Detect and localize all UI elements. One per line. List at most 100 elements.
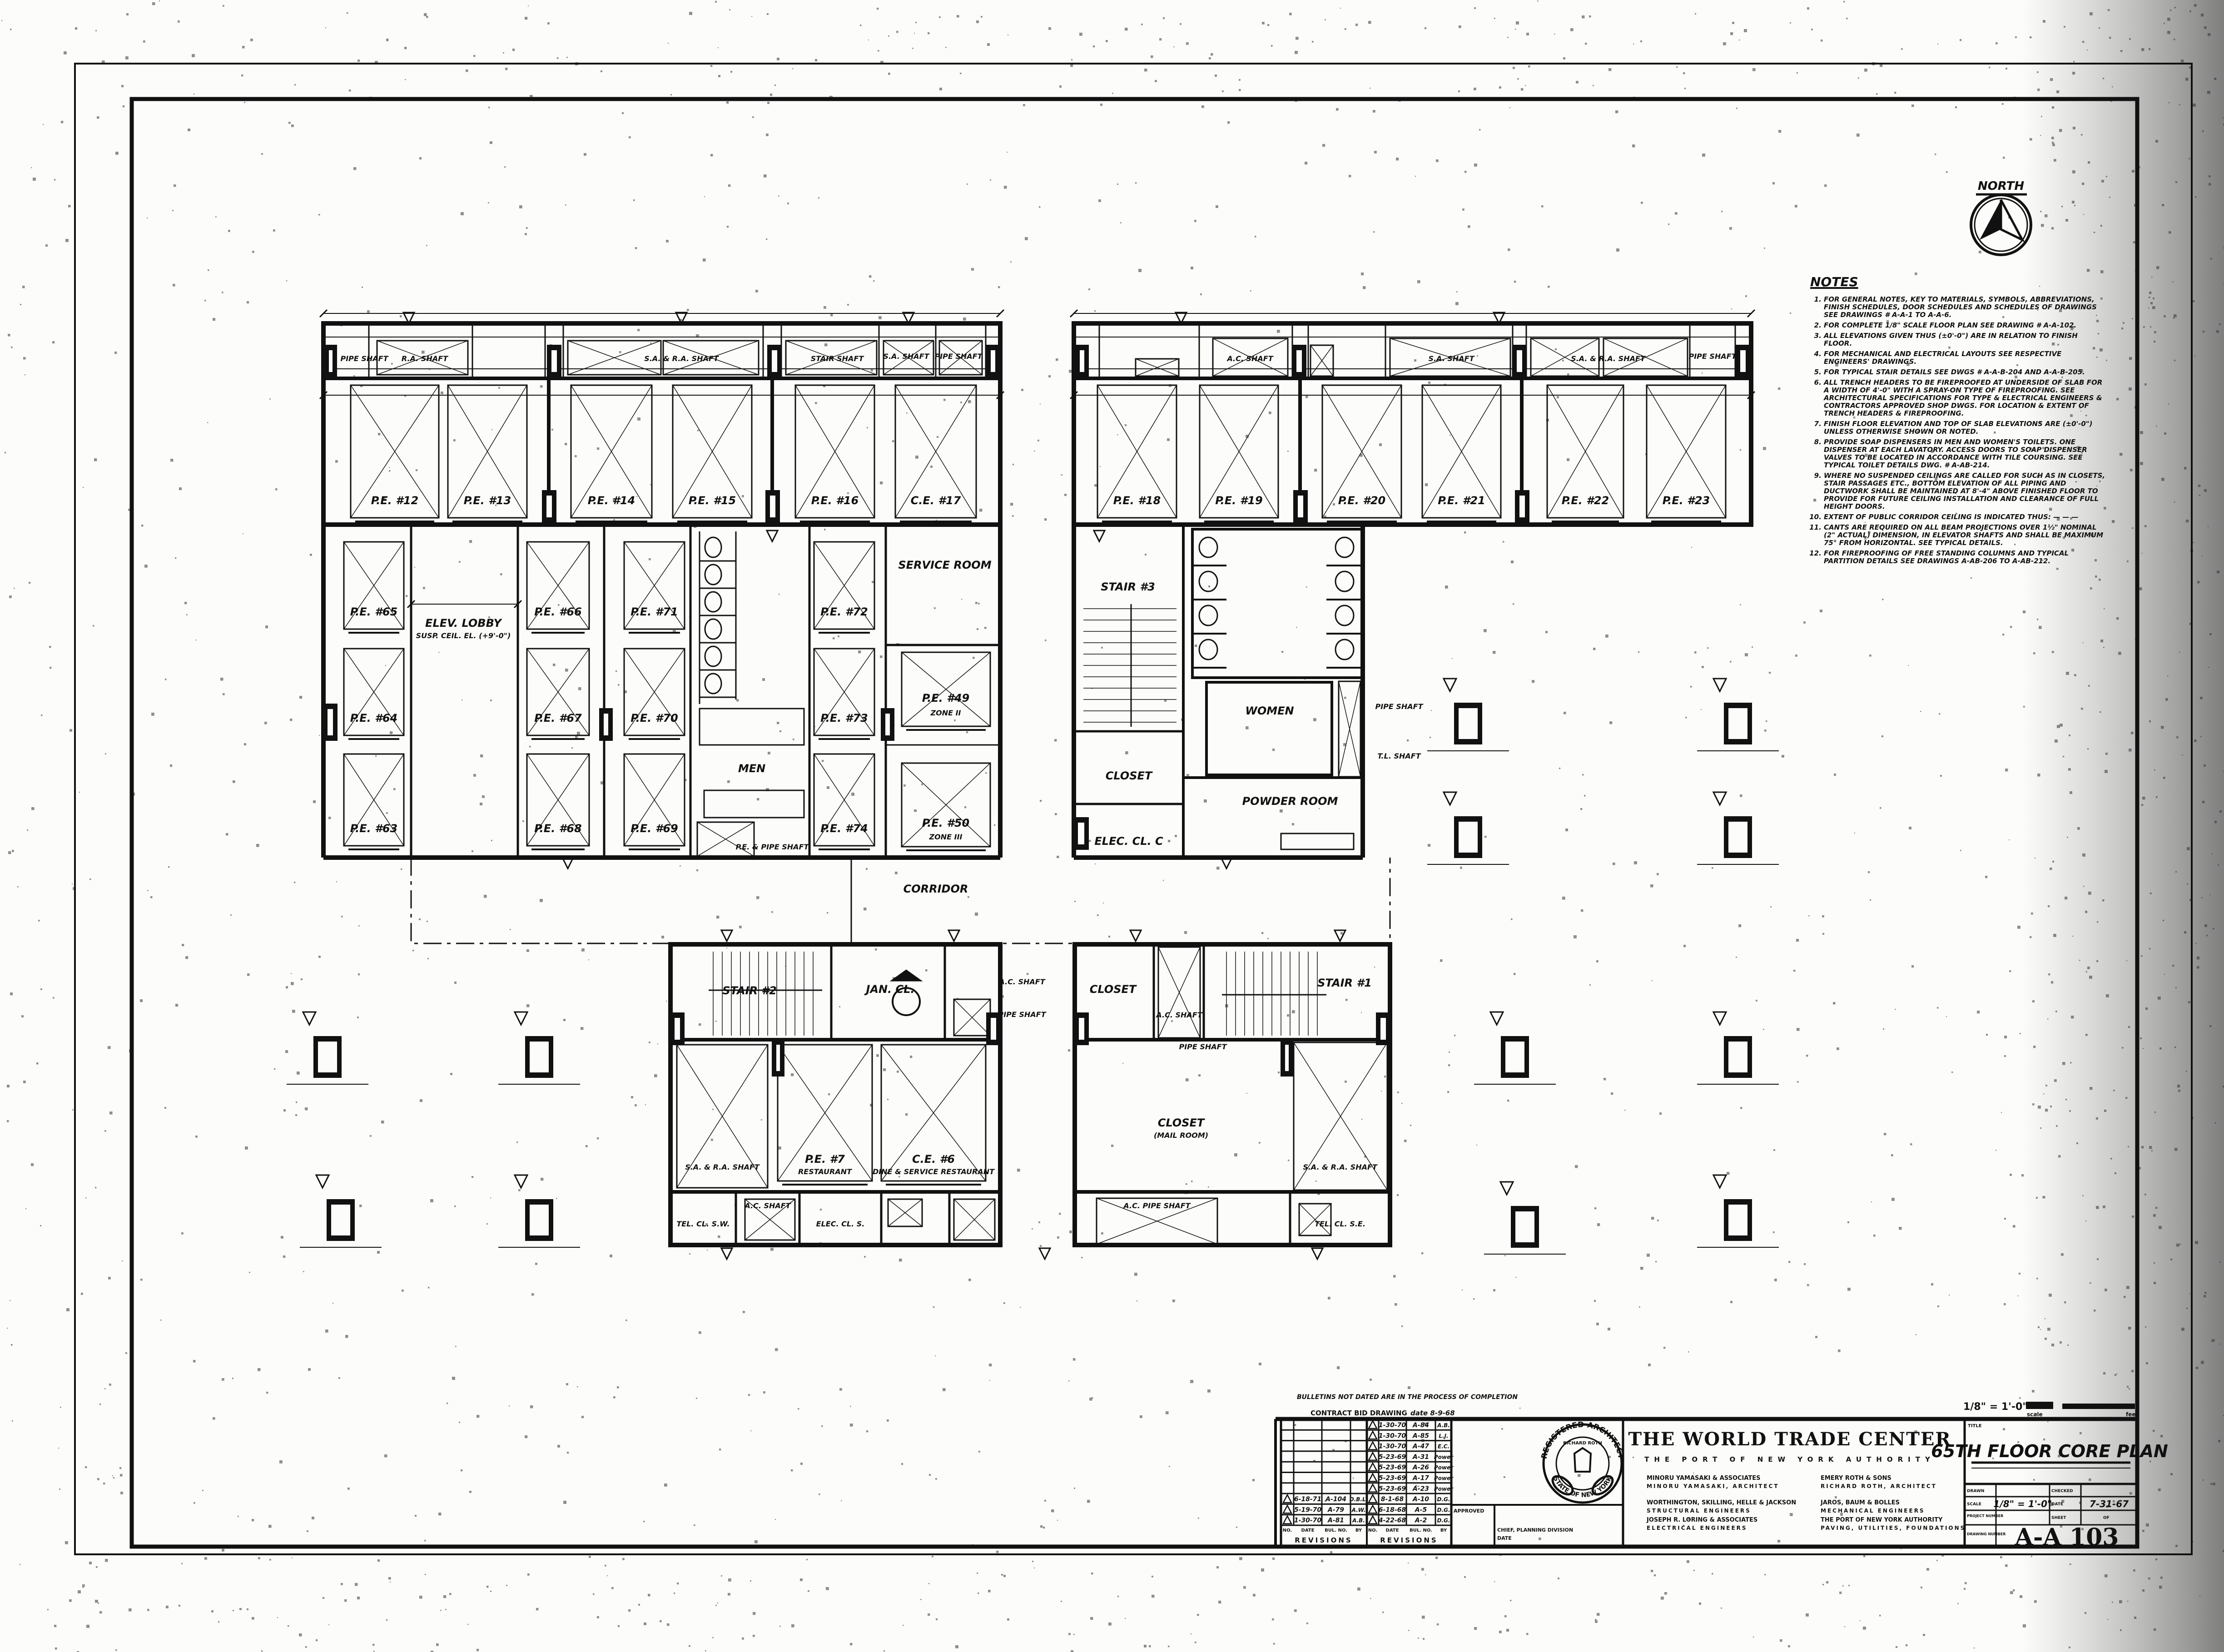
room-label: PIPE SHAFT — [1375, 702, 1423, 711]
revision-delta-icon — [1367, 1472, 1378, 1482]
column-core — [990, 1017, 997, 1041]
shaft-diagonal — [883, 340, 934, 375]
consultant-line: JAROS, BAUM & BOLLES — [1820, 1499, 1900, 1506]
room-label: P.E. #7 — [805, 1153, 845, 1166]
column-core — [1514, 1210, 1535, 1243]
elevator-car — [623, 648, 685, 736]
sheet-label: SHEET — [2051, 1516, 2066, 1520]
shaft-diagonal — [624, 541, 685, 630]
revision-by: Power — [1434, 1464, 1454, 1471]
note-item: EXTENT OF PUBLIC CORRIDOR CEILING IS IND… — [1824, 513, 2105, 521]
notes-title: NOTES — [1810, 274, 1858, 289]
revision-delta-icon — [1282, 1515, 1293, 1524]
column-core — [317, 1041, 338, 1073]
notes-list: FOR GENERAL NOTES, KEY TO MATERIALS, SYM… — [1810, 296, 2105, 565]
note-item: FOR MECHANICAL AND ELECTRICAL LAYOUTS SE… — [1824, 350, 2105, 366]
section-marker-icon — [1220, 857, 1233, 870]
revision-by: A.B. — [1352, 1518, 1365, 1524]
elevator-car — [1199, 384, 1279, 519]
revision-bulletin: A-23 — [1412, 1485, 1429, 1493]
elevator-car — [794, 384, 875, 519]
date-value: 7-31-67 — [2090, 1498, 2129, 1509]
revision-date: 1-30-70 — [1294, 1517, 1322, 1524]
elevator-car — [813, 648, 875, 736]
room-label: P.E. #15 — [689, 494, 736, 507]
scan-edge-shading — [2021, 0, 2224, 1652]
room-label: P.E. #49 — [922, 692, 969, 704]
dimension-tick — [996, 309, 1005, 318]
room-label: CORRIDOR — [904, 883, 968, 895]
shaft-diagonal — [571, 385, 652, 518]
toilet-fixture-icon — [704, 536, 722, 558]
elevator-car — [672, 384, 753, 519]
section-marker-icon — [513, 1174, 529, 1190]
room-label: ELEV. LOBBY — [425, 617, 503, 630]
room-label: P.E. #73 — [820, 712, 868, 724]
elevator-car — [777, 1044, 873, 1182]
room-label: A.C. PIPE SHAFT — [1122, 1201, 1191, 1210]
shaft-box — [676, 1044, 769, 1189]
revision-date: 5-19-70 — [1294, 1506, 1322, 1513]
column-core — [603, 713, 609, 736]
shaft-diagonal — [1646, 385, 1726, 518]
column-core — [1284, 1044, 1290, 1072]
revision-delta-icon — [1367, 1462, 1378, 1472]
revision-delta-icon — [1282, 1493, 1293, 1503]
toilet-fixture-icon — [1335, 605, 1355, 626]
dimension-tick — [319, 309, 328, 318]
shaft-diagonal — [745, 1199, 795, 1240]
consultant-line: WORTHINGTON, SKILLING, HELLE & JACKSON — [1647, 1499, 1796, 1506]
elevator-car — [623, 541, 685, 630]
room-label: PIPE SHAFT — [934, 352, 983, 361]
revision-column-header: BY — [1355, 1528, 1362, 1533]
revision-bulletin: A-17 — [1412, 1475, 1429, 1482]
section-marker-icon — [1489, 1011, 1504, 1027]
room-label: (MAIL ROOM) — [1154, 1131, 1208, 1140]
elevator-car — [880, 1044, 987, 1182]
corridor-ceiling-line — [410, 858, 1391, 944]
room-label: P.E. #67 — [534, 712, 582, 724]
consultant-line: PAVING, UTILITIES, FOUNDATIONS — [1821, 1525, 1966, 1531]
elevator-car — [570, 384, 653, 519]
section-marker-icon — [1333, 929, 1347, 943]
column-core — [1516, 349, 1523, 373]
room-label: PIPE SHAFT — [1688, 352, 1737, 361]
revision-by: Power — [1434, 1454, 1454, 1460]
elevator-car — [447, 384, 528, 519]
shaft-diagonal — [697, 822, 755, 857]
room-label: A.C. SHAFT — [998, 977, 1045, 986]
section-marker-icon — [720, 1247, 734, 1261]
elevator-car — [1646, 384, 1727, 519]
revision-delta-icon — [1367, 1440, 1378, 1450]
column-core — [1728, 1204, 1748, 1236]
shaft-diagonal — [624, 648, 685, 736]
column-core — [674, 1017, 681, 1041]
room-label: S.A. SHAFT — [1428, 354, 1474, 363]
upper-right-core-outline — [1072, 321, 1753, 527]
shaft-diagonal — [1322, 385, 1402, 518]
shaft-box — [883, 340, 934, 376]
lower-left-core-outline — [668, 942, 1003, 1247]
shaft-diagonal — [777, 1044, 873, 1181]
revision-bulletin: A-84 — [1412, 1422, 1429, 1429]
room-label: DINE & SERVICE RESTAURANT — [873, 1167, 995, 1176]
revision-bulletin: A-47 — [1412, 1443, 1429, 1450]
revision-by: L.J. — [1439, 1433, 1448, 1439]
shaft-diagonal — [814, 541, 875, 630]
shaft-diagonal — [343, 754, 404, 846]
column-core — [327, 708, 334, 736]
column-core — [1296, 349, 1303, 373]
section-marker-icon — [1129, 929, 1142, 943]
section-marker-icon — [1712, 1174, 1728, 1190]
drawn-label: DRAWN — [1967, 1489, 1984, 1493]
room-label: P.E. #19 — [1215, 494, 1262, 507]
lavatory-counter — [703, 789, 805, 819]
toilet-fixture-icon — [1198, 536, 1218, 558]
shaft-diagonal — [567, 340, 661, 375]
section-marker-icon — [513, 1011, 529, 1027]
scale-bar-text: 1/8" = 1'-0" — [1963, 1401, 2028, 1413]
room-label: ZONE II — [930, 709, 961, 717]
room-label: S.A. & R.A. SHAFT — [685, 1163, 760, 1171]
